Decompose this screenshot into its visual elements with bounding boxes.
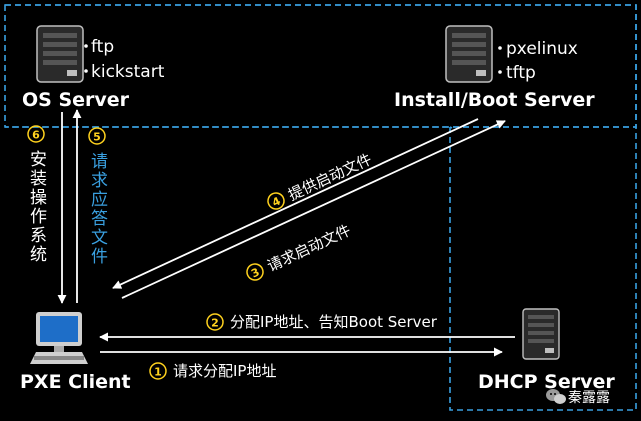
boot-server-service-tftp: tftp: [506, 63, 536, 83]
step-1-circle: [149, 362, 167, 380]
step-4-label: 4 提供启动文件: [267, 150, 375, 210]
step-5-circle: [88, 127, 106, 145]
step-6-circle: [27, 125, 45, 143]
step-1-label: 1 请求分配IP地址: [149, 362, 276, 380]
dhcp-server-label: DHCP Server: [478, 371, 615, 393]
install-boot-server-icon: [445, 25, 493, 83]
step-5-number: 5: [93, 131, 101, 144]
step-4-text: 提供启动文件: [285, 150, 374, 204]
step-1-number: 1: [154, 366, 162, 379]
step-6-number: 6: [32, 129, 40, 142]
wechat-icon: [546, 389, 566, 404]
step-2-label: 2 分配IP地址、告知Boot Server: [206, 313, 438, 331]
install-boot-server-label: Install/Boot Server: [394, 89, 595, 111]
dhcp-server-icon: [522, 308, 560, 360]
step-3-text: 请求启动文件: [264, 221, 353, 275]
step-6-text: 安装操作系统: [26, 150, 47, 264]
step-5-label: 5 请求应答文件: [87, 127, 108, 266]
step-4-circle: [267, 192, 285, 210]
watermark: 秦露露: [546, 389, 610, 406]
bullet-dot: [498, 70, 502, 74]
step-1-text: 请求分配IP地址: [173, 362, 276, 380]
step-6-label: 6 安装操作系统: [26, 125, 47, 264]
right-dashed-region: [449, 127, 637, 411]
step-3-circle: [246, 263, 264, 281]
step-2-text: 分配IP地址、告知Boot Server: [230, 313, 438, 331]
bullet-dot: [498, 46, 502, 50]
step-2-circle: [206, 313, 224, 331]
os-server-service-ftp: ftp: [91, 37, 114, 57]
boot-server-service-pxelinux: pxelinux: [506, 39, 578, 59]
bullet-dot: [84, 69, 88, 73]
step-2-number: 2: [211, 317, 219, 330]
pxe-client-label: PXE Client: [20, 371, 131, 393]
os-server-service-kickstart: kickstart: [91, 62, 165, 82]
step-5-text: 请求应答文件: [87, 152, 108, 266]
os-server-icon: [36, 25, 84, 83]
pxe-client-icon: [30, 312, 88, 364]
os-server-label: OS Server: [22, 89, 130, 111]
arrow-step-3: [121, 120, 506, 299]
top-dashed-box: [4, 4, 637, 128]
bullet-dot: [84, 44, 88, 48]
arrow-step-4: [112, 118, 479, 289]
step-3-label: 3 请求启动文件: [246, 221, 354, 281]
watermark-text: 秦露露: [568, 390, 610, 406]
